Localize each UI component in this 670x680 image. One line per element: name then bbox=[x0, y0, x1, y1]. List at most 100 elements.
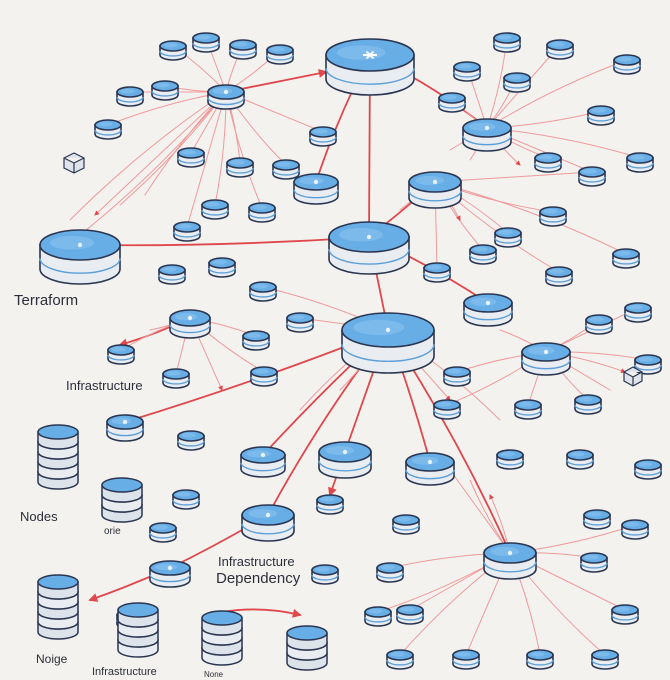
node-small bbox=[158, 264, 186, 285]
edge-line bbox=[69, 91, 227, 221]
infrastructure-label-bottom: Infrastructure bbox=[92, 666, 157, 678]
edge-line bbox=[486, 59, 628, 129]
node-small bbox=[392, 514, 420, 535]
dependency-title-line2: Dependency bbox=[216, 570, 301, 587]
node-small bbox=[578, 166, 606, 187]
node-small bbox=[107, 344, 135, 365]
database-stack-icon bbox=[101, 477, 143, 523]
node-small bbox=[634, 459, 662, 480]
node-small bbox=[443, 366, 471, 387]
node-small bbox=[496, 449, 524, 470]
node-small bbox=[539, 206, 567, 227]
node-small bbox=[242, 330, 270, 351]
node-small bbox=[311, 564, 339, 585]
node-small bbox=[621, 519, 649, 540]
node-small bbox=[151, 80, 179, 101]
node-small bbox=[580, 552, 608, 573]
database-stack-icon bbox=[37, 574, 79, 640]
node-small bbox=[159, 40, 187, 61]
node-small bbox=[116, 86, 144, 107]
edge-line bbox=[434, 181, 627, 255]
node-small bbox=[469, 244, 497, 265]
node-label-bottom: Noige bbox=[36, 652, 68, 666]
node-small bbox=[438, 92, 466, 113]
database-stack-icon bbox=[286, 625, 328, 671]
node-mid2 bbox=[341, 312, 435, 374]
node-small bbox=[173, 221, 201, 242]
node-small bbox=[172, 489, 200, 510]
terraform-label: Terraform bbox=[14, 292, 79, 309]
node-small bbox=[226, 157, 254, 178]
node-small bbox=[612, 248, 640, 269]
node-small bbox=[493, 32, 521, 53]
node-small bbox=[386, 649, 414, 670]
node-c4 bbox=[240, 446, 286, 478]
nodes-layer bbox=[39, 32, 662, 670]
node-c8 bbox=[293, 173, 339, 205]
node-c1 bbox=[169, 309, 211, 339]
node-small bbox=[248, 202, 276, 223]
node-small bbox=[266, 44, 294, 65]
node-small bbox=[396, 604, 424, 625]
edge-line bbox=[78, 236, 370, 250]
node-small bbox=[566, 449, 594, 470]
node-small bbox=[613, 54, 641, 75]
node-small bbox=[309, 126, 337, 147]
node-r1 bbox=[463, 293, 513, 327]
nodes-sub-label: orie bbox=[104, 526, 121, 537]
node-hubL bbox=[207, 84, 245, 110]
infrastructure-label: Infrastructure bbox=[66, 378, 143, 393]
node-small bbox=[494, 227, 522, 248]
node-small bbox=[514, 399, 542, 420]
edge-line bbox=[79, 91, 227, 236]
node-small bbox=[433, 399, 461, 420]
database-stack-icon bbox=[201, 610, 243, 666]
node-small bbox=[611, 604, 639, 625]
node-c2 bbox=[318, 441, 372, 479]
node-small bbox=[574, 394, 602, 415]
node-small bbox=[453, 61, 481, 82]
node-small bbox=[583, 509, 611, 530]
node-small bbox=[208, 257, 236, 278]
node-small bbox=[534, 152, 562, 173]
node-small bbox=[587, 105, 615, 126]
small-cube-icon bbox=[623, 366, 643, 387]
node-mid1 bbox=[328, 221, 410, 275]
decor-layer bbox=[63, 152, 643, 387]
node-small bbox=[177, 430, 205, 451]
dependency-title-line1: Infrastructure bbox=[218, 554, 295, 569]
node-top bbox=[325, 38, 415, 96]
node-small bbox=[423, 262, 451, 283]
node-small bbox=[526, 649, 554, 670]
node-small bbox=[272, 159, 300, 180]
snowflake-icon bbox=[363, 50, 377, 60]
node-small bbox=[546, 39, 574, 60]
node-small bbox=[162, 368, 190, 389]
nodes-label: Nodes bbox=[20, 509, 58, 524]
node-small bbox=[192, 32, 220, 53]
node-left bbox=[39, 229, 121, 285]
node-small bbox=[250, 366, 278, 387]
edge-line bbox=[449, 469, 511, 554]
node-small-label: None bbox=[204, 670, 224, 679]
node-c9 bbox=[106, 414, 144, 442]
node-small bbox=[316, 494, 344, 515]
node-small bbox=[249, 281, 277, 302]
node-small bbox=[201, 199, 229, 220]
database-stack-icon bbox=[37, 424, 79, 490]
node-small bbox=[624, 302, 652, 323]
node-c5 bbox=[241, 504, 295, 542]
small-cube-icon bbox=[63, 152, 85, 174]
node-small bbox=[177, 147, 205, 168]
node-small bbox=[545, 266, 573, 287]
node-c6 bbox=[483, 542, 537, 580]
node-small bbox=[229, 39, 257, 60]
node-small bbox=[94, 119, 122, 140]
node-small bbox=[452, 649, 480, 670]
database-stack-icon bbox=[117, 602, 159, 658]
node-small bbox=[591, 649, 619, 670]
node-tr bbox=[462, 118, 512, 152]
node-small bbox=[626, 152, 654, 173]
